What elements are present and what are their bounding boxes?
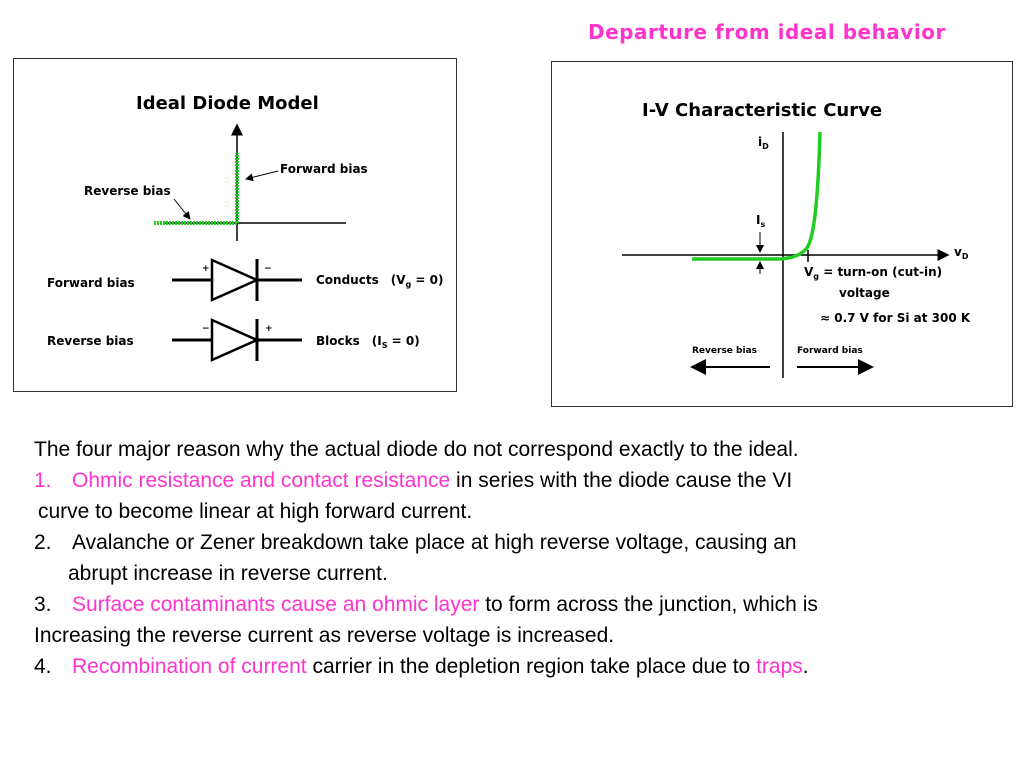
diode1-symbol (210, 258, 261, 302)
reason-4-highlight: Recombination of current (72, 655, 307, 678)
reason-2-number: 2. (34, 531, 52, 554)
reason-3: 3. Surface contaminants cause an ohmic la… (34, 589, 1009, 620)
body-text: The four major reason why the actual dio… (34, 434, 1009, 682)
diode1-minus: − (264, 264, 272, 274)
iv-curve-title: I-V Characteristic Curve (642, 100, 882, 121)
reason-1-number: 1. (34, 469, 52, 492)
is-label: Is (756, 213, 765, 229)
diode2-symbol (210, 318, 261, 362)
forward-bias-direction-label: Forward bias (797, 346, 863, 356)
diode2-minus: − (202, 324, 210, 334)
iv-curve-panel: I-V Characteristic Curve iD vD Is Vg = t… (551, 61, 1013, 407)
reason-3-text: to form across the junction, which is (479, 593, 818, 616)
vg-label: Vg = turn-on (cut-in) (804, 265, 942, 281)
ideal-diode-title: Ideal Diode Model (136, 93, 319, 114)
ideal-diode-model-panel: Ideal Diode Model Forward bias Reverse b… (13, 58, 457, 392)
diode1-plus: + (202, 264, 210, 274)
row-reverse-state: Blocks(IS = 0) (316, 334, 420, 350)
reverse-bias-annotation: Reverse bias (84, 184, 171, 198)
reason-4-text: carrier in the depletion region take pla… (306, 655, 757, 678)
slide-title: Departure from ideal behavior (588, 20, 946, 44)
id-axis-label: iD (758, 135, 769, 151)
reason-1-continuation: curve to become linear at high forward c… (38, 500, 473, 523)
reason-3-number: 3. (34, 593, 52, 616)
reason-4-highlight-traps: traps (756, 655, 803, 678)
reason-3-continuation: Increasing the reverse current as revers… (34, 624, 615, 647)
reason-2-text: Avalanche or Zener breakdown take place … (72, 531, 797, 554)
intro-line: The four major reason why the actual dio… (34, 438, 799, 461)
approx-label: ≈ 0.7 V for Si at 300 K (820, 311, 971, 325)
reason-4: 4. Recombination of current carrier in th… (34, 651, 1009, 682)
vd-axis-label: vD (954, 245, 969, 261)
reverse-bias-direction-label: Reverse bias (692, 346, 757, 356)
reverse-bias-pointer (173, 198, 191, 220)
row-forward-bias-label: Forward bias (47, 276, 135, 290)
ideal-diode-diagram: Ideal Diode Model Forward bias Reverse b… (47, 93, 443, 362)
forward-bias-annotation: Forward bias (280, 162, 368, 176)
reason-1-highlight: Ohmic resistance and contact resistance (72, 469, 451, 492)
iv-characteristic-curve (692, 131, 822, 261)
iv-curve-diagram: I-V Characteristic Curve iD vD Is Vg = t… (622, 100, 971, 378)
row-forward-state: Conducts(Vg = 0) (316, 273, 443, 289)
reason-2-continuation: abrupt increase in reverse current. (68, 562, 388, 585)
forward-bias-pointer (245, 170, 279, 182)
row-reverse-bias-label: Reverse bias (47, 334, 134, 348)
reason-4-number: 4. (34, 655, 52, 678)
reason-3-highlight: Surface contaminants cause an ohmic laye… (72, 593, 480, 616)
diode2-plus: + (265, 324, 273, 334)
reason-2: 2. Avalanche or Zener breakdown take plac… (34, 527, 1009, 558)
reason-4-end: . (802, 655, 809, 678)
reason-1: 1. Ohmic resistance and contact resistanc… (34, 465, 1009, 496)
reason-1-text: in series with the diode cause the VI (450, 469, 793, 492)
voltage-label: voltage (839, 286, 890, 300)
